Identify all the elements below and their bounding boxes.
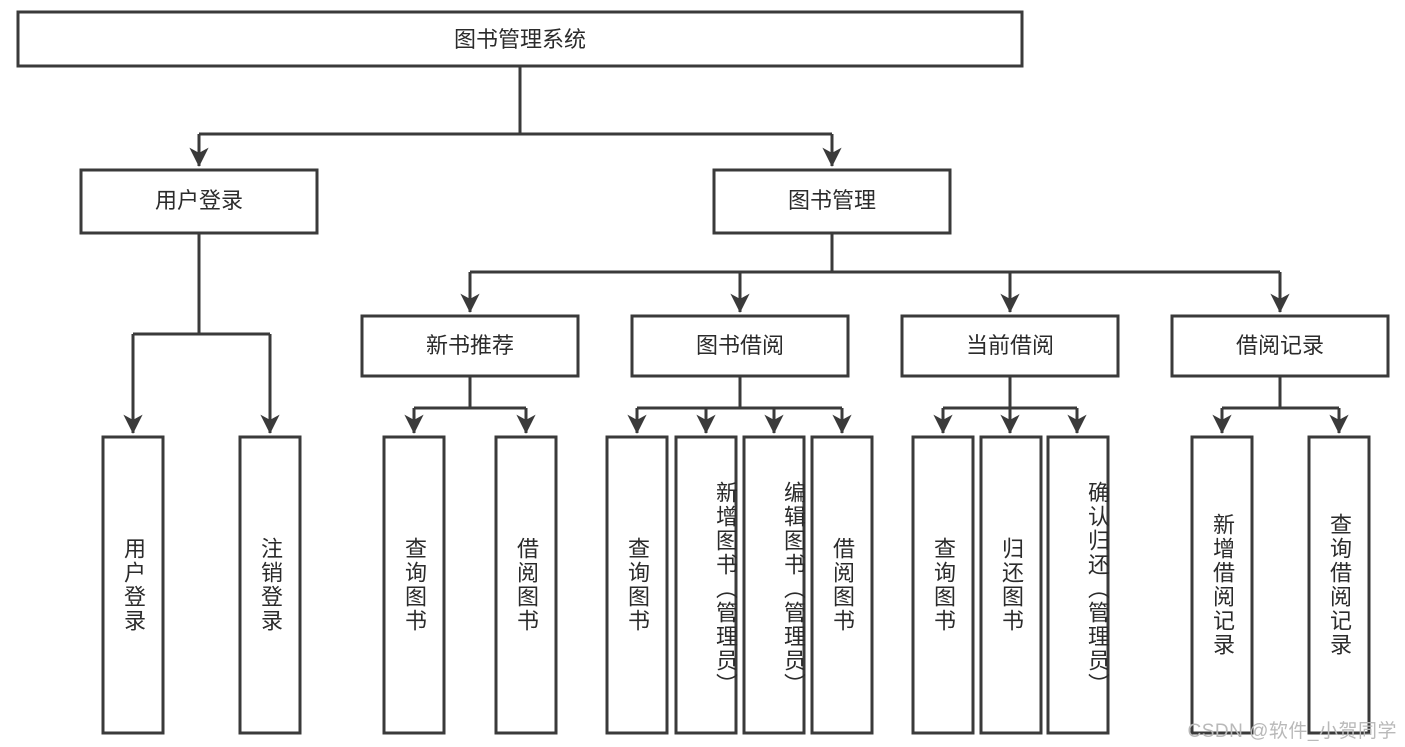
leaf-node-new-book-borrow[interactable] (494, 435, 558, 735)
node-book-manage-label: 图书管理 (788, 188, 876, 213)
connector-current-borrow-to-leaves (933, 376, 1087, 434)
node-new-book-recommend[interactable]: 新书推荐 (360, 314, 580, 378)
node-user-login-label: 用户登录 (155, 188, 243, 213)
csdn-watermark: CSDN @软件_小贺同学 (1187, 721, 1397, 742)
leaf-node-current-borrow-return[interactable] (979, 435, 1043, 735)
leaf-node-current-borrow-confirm[interactable] (1046, 435, 1110, 735)
leaf-node-user-login-logout[interactable] (238, 435, 302, 735)
leaf-node-borrow-record-add[interactable] (1190, 435, 1254, 735)
leaf-node-new-book-query[interactable] (382, 435, 446, 735)
node-current-borrow[interactable]: 当前借阅 (900, 314, 1120, 378)
leaf-node-book-borrow-add[interactable] (674, 435, 738, 735)
node-user-login[interactable]: 用户登录 (79, 168, 319, 235)
connector-borrow-record-to-leaves (1212, 376, 1349, 434)
leaf-node-book-borrow-edit[interactable] (742, 435, 806, 735)
leaf-node-book-borrow-query[interactable] (605, 435, 669, 735)
node-book-manage[interactable]: 图书管理 (712, 168, 952, 235)
connector-root-to-level2 (189, 66, 842, 167)
node-current-borrow-label: 当前借阅 (966, 333, 1054, 358)
node-borrow-record[interactable]: 借阅记录 (1170, 314, 1390, 378)
node-root-system-label: 图书管理系统 (454, 27, 586, 52)
leaf-node-borrow-record-query[interactable] (1307, 435, 1371, 735)
connector-book-manage-to-level3 (460, 233, 1290, 313)
node-borrow-record-label: 借阅记录 (1236, 333, 1324, 358)
node-book-borrow[interactable]: 图书借阅 (630, 314, 850, 378)
connector-user-login-to-leaves (123, 233, 280, 434)
leaf-node-current-borrow-query[interactable] (911, 435, 975, 735)
node-root-system[interactable]: 图书管理系统 (16, 10, 1024, 68)
connector-new-book-to-leaves (404, 376, 536, 434)
connector-book-borrow-to-leaves (627, 376, 852, 434)
node-new-book-recommend-label: 新书推荐 (426, 333, 514, 358)
leaf-node-user-login-login[interactable] (101, 435, 165, 735)
node-book-borrow-label: 图书借阅 (696, 333, 784, 358)
leaf-node-book-borrow-borrow[interactable] (810, 435, 874, 735)
